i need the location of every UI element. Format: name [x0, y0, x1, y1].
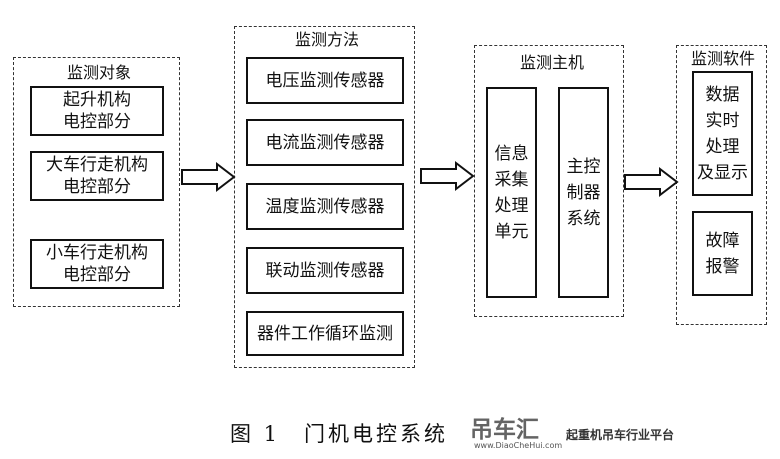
object-gantry-travel: 大车行走机构 电控部分 — [30, 151, 164, 201]
software-group — [676, 45, 767, 325]
software-realtime-display: 数据 实时 处理 及显示 — [692, 71, 753, 196]
methods-group — [234, 26, 415, 368]
objects-group — [13, 57, 180, 307]
methods-group-title: 监测方法 — [274, 30, 380, 50]
figure-caption: 图 1 门机电控系统 — [230, 422, 449, 446]
software-group-title: 监测软件 — [680, 49, 766, 69]
arrow-host-to-software — [624, 166, 679, 198]
object-hoist: 起升机构 电控部分 — [30, 86, 164, 136]
host-acquisition-unit: 信息 采集 处理 单元 — [486, 87, 537, 298]
host-main-controller: 主控 制器 系统 — [558, 87, 609, 298]
host-group — [474, 45, 624, 317]
objects-group-title: 监测对象 — [46, 63, 152, 83]
watermark-url: www.DiaoCheHui.com — [474, 441, 563, 450]
object-trolley-travel: 小车行走机构 电控部分 — [30, 239, 164, 289]
method-voltage-sensor: 电压监测传感器 — [246, 57, 404, 104]
method-cycle-monitor: 器件工作循环监测 — [246, 311, 404, 356]
method-linkage-sensor: 联动监测传感器 — [246, 247, 404, 294]
method-temperature-sensor: 温度监测传感器 — [246, 183, 404, 230]
watermark-brand: 吊车汇 — [470, 417, 539, 443]
software-fault-alarm: 故障 报警 — [692, 211, 753, 296]
watermark-slogan: 起重机吊车行业平台 — [566, 428, 675, 442]
method-current-sensor: 电流监测传感器 — [246, 119, 404, 166]
arrow-methods-to-host — [420, 160, 475, 192]
host-group-title: 监测主机 — [499, 53, 605, 73]
arrow-objects-to-methods — [181, 161, 236, 193]
